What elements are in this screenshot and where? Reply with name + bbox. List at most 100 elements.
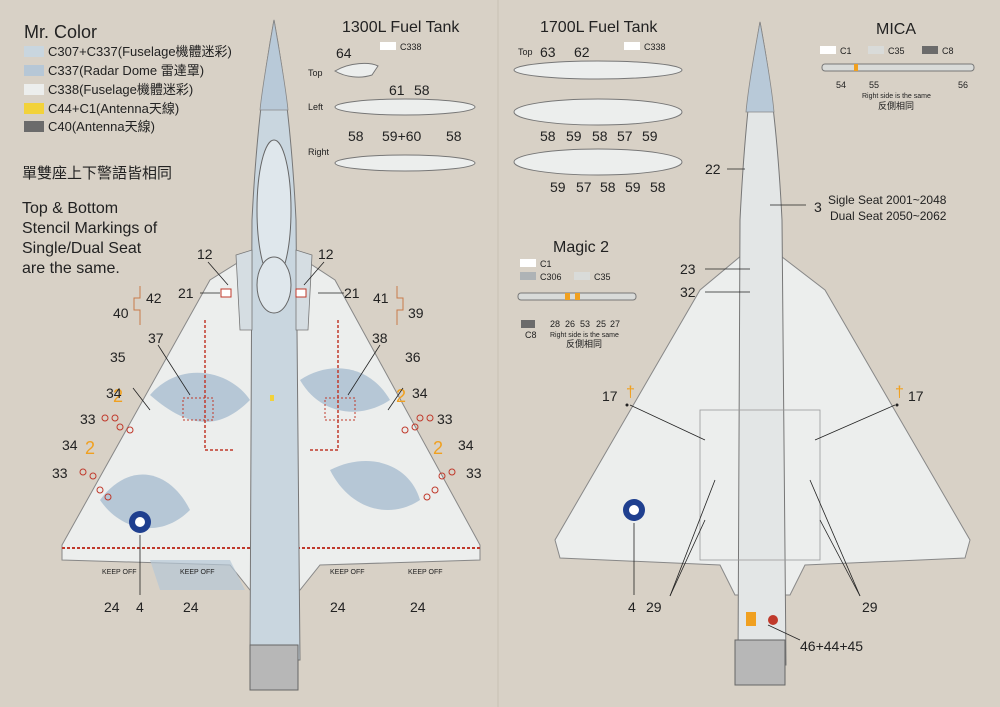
legend-title: Mr. Color [24, 22, 97, 42]
missile-body [821, 63, 975, 72]
callout-label: 33 [52, 465, 68, 481]
legend-label: C337(Radar Dome 雷達罩) [48, 63, 204, 78]
callout-label: 46+44+45 [800, 638, 863, 654]
legend-swatch [24, 103, 44, 114]
callout-label: 55 [869, 80, 879, 90]
mica-title: MICA [876, 21, 916, 38]
color-code: C1 [540, 259, 552, 269]
canopy-rear [256, 256, 292, 314]
magic2-panel: Magic 2 C1 C306 C35 C8 28 26 53 25 27 Ri… [517, 239, 637, 349]
legend-swatch [24, 65, 44, 76]
callout-label: 21 [178, 285, 194, 301]
note-zh: 反側相同 [566, 338, 602, 349]
camo-patch [330, 461, 420, 510]
callout-label: 24 [183, 599, 199, 615]
legend-swatch [24, 121, 44, 132]
view-label: Right [308, 147, 330, 157]
callout-label: 64 [336, 45, 352, 61]
callout-label: 57 [617, 128, 633, 144]
legend-label: C307+C337(Fuselage機體迷彩) [48, 44, 232, 59]
dot-marker [895, 403, 899, 407]
callout-label: 3 [814, 199, 822, 215]
callout-label: 17 [602, 388, 618, 404]
color-swatch [624, 42, 640, 50]
view-label: Top [308, 68, 323, 78]
orange-marking: 2 [113, 386, 123, 406]
stencil-box [182, 397, 214, 421]
callout-label: 4 [628, 599, 636, 615]
tank-left-view [334, 98, 476, 116]
callout-label: 53 [580, 319, 590, 329]
callout-label: 58 [446, 128, 462, 144]
view-label: Top [518, 47, 533, 57]
callout-label: 25 [596, 319, 606, 329]
note-line: are the same. [22, 260, 120, 277]
legend-label: C44+C1(Antenna天線) [48, 101, 179, 116]
color-swatch [574, 272, 590, 280]
color-swatch [380, 42, 396, 50]
callout-label: 58 [414, 82, 430, 98]
callout-label: 17 [908, 388, 924, 404]
callout-label: 62 [574, 44, 590, 60]
callout-label: 4 [136, 599, 144, 615]
callout-label: 39 [408, 305, 424, 321]
callout-label: 35 [110, 349, 126, 365]
legend-item: C337(Radar Dome 雷達罩) [24, 63, 204, 78]
aircraft-bottom-view: † † 22 3 Sigle Seat 2001~2048 Dual Seat … [554, 21, 971, 686]
orange-marking: 2 [396, 386, 406, 406]
note-en: Right side is the same [862, 93, 931, 100]
color-swatch [922, 46, 938, 54]
tank-1300-title: 1300L Fuel Tank [342, 19, 460, 36]
color-code: C338 [400, 42, 422, 52]
walkway-line [310, 320, 339, 451]
callout-label: 56 [958, 80, 968, 90]
seat-note: Sigle Seat 2001~2048 [828, 193, 947, 207]
exhaust-nozzle [734, 639, 786, 686]
callout-label: 38 [372, 330, 388, 346]
orange-marking: 2 [433, 438, 443, 458]
legend-swatch [24, 46, 44, 57]
callout-label: 34 [412, 385, 428, 401]
intake-left [235, 249, 253, 331]
color-code: C35 [888, 46, 905, 56]
camo-patch [300, 368, 390, 412]
callout-label: 36 [405, 349, 421, 365]
tank-top-view [513, 60, 683, 80]
note-line: Single/Dual Seat [22, 240, 142, 257]
mica-panel: MICA C1 C35 C8 54 55 56 Right side is th… [820, 21, 975, 111]
keep-off-stencil: KEEP OFF [102, 569, 137, 576]
orange-marking: 2 [85, 438, 95, 458]
color-legend: Mr. Color C307+C337(Fuselage機體迷彩) C337(R… [24, 22, 232, 134]
stencil-note: 單雙座上下警語皆相同 Top & Bottom Stencil Markings… [22, 165, 172, 277]
callout-label: 26 [565, 319, 575, 329]
callout-label: 12 [197, 246, 213, 262]
tank-right-view [334, 154, 476, 172]
callout-label: 42 [146, 290, 162, 306]
tank-1300-panel: 1300L Fuel Tank C338 64 Top 61 58 Left 5… [308, 19, 476, 172]
dot-marker [625, 403, 629, 407]
tank-top-view [334, 62, 379, 78]
note-en: Right side is the same [550, 332, 619, 339]
leader-lines [629, 168, 896, 641]
red-marker [768, 615, 778, 625]
callout-label: 34 [106, 385, 122, 401]
note-line: Top & Bottom [22, 200, 118, 217]
callout-label: 58 [540, 128, 556, 144]
callout-label: 22 [705, 161, 721, 177]
callout-label: 58 [348, 128, 364, 144]
keep-off-stencil: KEEP OFF [408, 569, 443, 576]
antenna-mark [270, 395, 274, 401]
callout-label: 61 [389, 82, 405, 98]
callout-label: 21 [344, 285, 360, 301]
callout-label: 23 [680, 261, 696, 277]
tank-1700-panel: 1700L Fuel Tank C338 Top 63 62 58 59 58 … [513, 19, 683, 195]
tank-1700-title: 1700L Fuel Tank [540, 19, 658, 36]
callout-label: 57 [576, 179, 592, 195]
callout-label: 54 [836, 80, 846, 90]
camo-patch [150, 372, 250, 422]
note-zh: 反側相同 [878, 100, 914, 111]
color-swatch [520, 259, 536, 267]
color-code: C306 [540, 272, 562, 282]
camo-patch [100, 474, 190, 529]
legend-item: C307+C337(Fuselage機體迷彩) [24, 44, 232, 59]
